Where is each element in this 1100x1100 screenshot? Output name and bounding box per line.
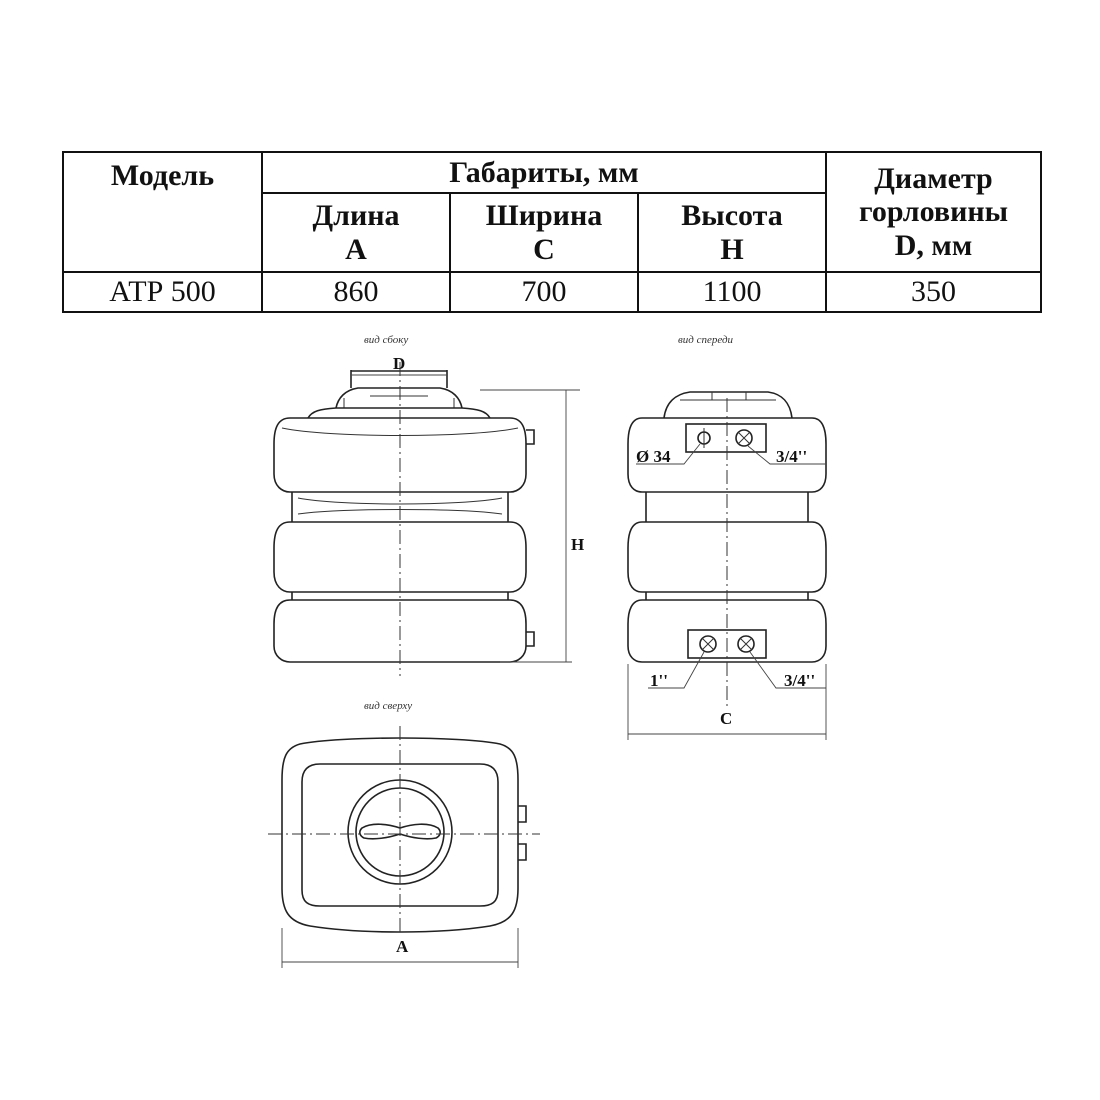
width-header: Ширина С: [449, 192, 639, 273]
height-label: Высота: [681, 198, 783, 232]
fitting-34-bottom-leader: [749, 651, 826, 689]
spec-table: Модель Габариты, мм Диаметр горловины D,…: [62, 151, 1043, 313]
tank-waist-2: [291, 592, 509, 600]
front-fitting-top: [526, 429, 535, 445]
diameter-34-label: Ø 34: [636, 447, 671, 466]
tank-band-top: [273, 417, 527, 493]
fitting-34-top-label: 3/4'': [776, 447, 807, 466]
shoulder-outline: [307, 407, 491, 419]
width-cell: 700: [449, 271, 639, 313]
top-view-caption: вид сверху: [364, 700, 412, 712]
height-header: Высота Н: [636, 192, 828, 273]
neck-header-line1: Диаметр: [874, 161, 993, 195]
diameter-34-leader: [636, 443, 701, 465]
outlet-fitting-cross: [739, 637, 753, 651]
fitting-34-bottom-label: 3/4'': [784, 671, 815, 690]
inlet-fitting-cross: [737, 431, 751, 445]
neck-diameter-header: Диаметр горловины D, мм: [825, 151, 1043, 273]
side-view: вид спереди Ø 34 3/4'' 1'': [627, 334, 827, 740]
height-cell: 1100: [636, 271, 828, 313]
width-letter: С: [533, 232, 555, 266]
length-header: Длина А: [261, 192, 451, 273]
side-band-bottom: [627, 599, 827, 663]
model-cell: АТР 500: [62, 271, 263, 313]
side-view-caption: вид спереди: [678, 334, 734, 346]
side-band-middle: [627, 521, 827, 593]
length-label: Длина: [312, 198, 400, 232]
neck-outline: [350, 370, 448, 388]
fitting-34-top-leader: [747, 445, 826, 465]
lid-ribs: [343, 395, 455, 408]
side-lid-ribs: [680, 392, 776, 401]
side-lid-outline: [663, 391, 793, 419]
width-label: Ширина: [485, 198, 603, 232]
neck-dimension-label: D: [393, 354, 405, 373]
tank-band-middle: [273, 521, 527, 593]
outlet-fitting-icon: [737, 635, 755, 653]
height-letter: Н: [720, 232, 744, 266]
neck-header-line3: D, мм: [894, 228, 973, 262]
length-dimension-line: [281, 928, 519, 968]
top-view: вид сверху A: [268, 700, 540, 968]
top-fitting-plate: [685, 423, 767, 453]
model-header: Модель: [62, 151, 263, 273]
fitting-1-label: 1'': [650, 671, 668, 690]
height-dimension-line: [480, 389, 580, 663]
width-dimension-line: [627, 664, 827, 740]
drain-fitting-icon: [699, 635, 717, 653]
drain-fitting-cross: [701, 637, 715, 651]
top-outer-outline: [281, 737, 519, 933]
fitting-1-leader: [648, 651, 705, 689]
front-view: вид сбоку D H: [273, 334, 584, 676]
side-band-top: [627, 417, 827, 493]
top-inner-outline: [301, 763, 499, 907]
front-view-caption: вид сбоку: [364, 334, 408, 346]
front-fitting-bottom: [526, 631, 535, 647]
dimensions-group-header: Габариты, мм: [260, 151, 828, 194]
length-letter: А: [345, 232, 367, 266]
neck-cell: 350: [825, 271, 1043, 313]
width-dimension-label: C: [720, 709, 732, 728]
length-dimension-label: A: [396, 937, 409, 956]
lid-outline: [335, 387, 463, 409]
inlet-fitting-icon: [735, 429, 753, 447]
height-dimension-label: H: [571, 535, 584, 554]
top-view-fittings: [518, 805, 527, 861]
neck-header-line2: горловины: [858, 195, 1009, 229]
length-cell: 860: [261, 271, 451, 313]
side-waist-1: [645, 492, 809, 522]
side-waist-2: [645, 592, 809, 600]
table-row: АТР 500 860 700 1100 350: [62, 271, 1043, 313]
tank-waist-1: [291, 492, 509, 522]
